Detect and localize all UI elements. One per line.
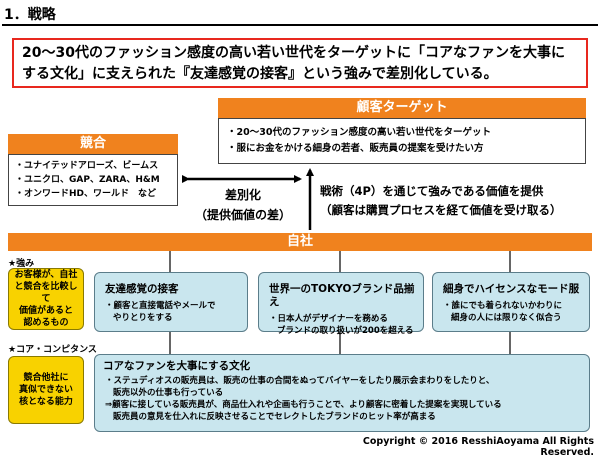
- competition-header: 競合: [8, 134, 178, 154]
- customer-target-header: 顧客ターゲット: [218, 98, 586, 118]
- core-competence-title: コアなファンを大事にする文化: [103, 360, 251, 372]
- competitor-item: ・ユニクロ、GAP、ZARA、H&M: [15, 175, 160, 185]
- differentiation-line-2: （提供価値の差）: [194, 208, 291, 222]
- strength-title: 細身でハイセンスなモード服: [443, 283, 580, 295]
- strength-title: 世界一のTOKYOブランド品揃え: [269, 283, 415, 308]
- strengths-definition-line: お客様が、自社: [14, 270, 78, 280]
- strengths-definition-line: 認めるもの: [23, 318, 69, 328]
- strengths-definition-box: お客様が、自社 と競合を比較して 価値があると 認めるもの: [8, 268, 84, 330]
- strengths-section-label: ★強み: [8, 259, 35, 269]
- customer-target-box: ・20～30代のファッション感度の高い若い世代をターゲット ・服にお金をかける細…: [218, 118, 586, 164]
- tactics-label: 戦術（4P）を通じて強みである価値を提供 （顧客は購買プロセスを経て価値を受け取…: [320, 182, 600, 220]
- strength-box-friendly-service: 友達感覚の接客 ・顧客と直接電話やメールで やりとりをする: [94, 272, 248, 332]
- core-line: ⇒顧客に接している販売員が、商品仕入れや企画も行うことで、より顧客に密着した提案…: [105, 400, 502, 410]
- company-bar: 自社: [8, 233, 592, 251]
- differentiation-label: 差別化 （提供価値の差）: [193, 185, 293, 225]
- core-definition-line: 競合他社に: [23, 373, 69, 383]
- core-competence-definition-box: 競合他社に 真似できない 核となる能力: [8, 356, 84, 424]
- core-line: 販売員の意見を仕入れに反映させることでセレクトしたブランドのヒット率が高まる: [113, 412, 436, 422]
- core-line: ・ステュディオスの販売員は、販売の仕事の合間をぬってバイヤーをしたり展示会まわり…: [105, 376, 495, 386]
- core-line: 販売以外の仕事も行っている: [113, 388, 224, 398]
- copyright-text: Copyright © 2016 ResshiAoyama All Rights…: [362, 436, 594, 458]
- strategy-thesis-box: 20～30代のファッション感度の高い若い世代をターゲットに「コアなファンを大事に…: [12, 38, 588, 88]
- core-definition-line: 核となる能力: [19, 397, 73, 407]
- differentiation-line-1: 差別化: [224, 188, 261, 202]
- strengths-definition-line: と競合を比較して: [14, 282, 78, 304]
- thesis-line-1: 20～30代のファッション感度の高い若い世代をターゲットに「コアなファンを大事に: [22, 45, 565, 61]
- thesis-line-2: する文化」に支えられた『友達感覚の接客』という強みで差別化している。: [22, 66, 498, 82]
- core-competence-section-label: ★コア・コンピタンス: [8, 345, 97, 355]
- title-divider: [2, 24, 598, 26]
- tactics-line-2: （顧客は購買プロセスを経て価値を受け取る）: [320, 203, 562, 217]
- customer-item: ・20～30代のファッション感度の高い若い世代をターゲット: [227, 127, 491, 138]
- strength-desc: 細身の人には限りなく似合う: [451, 313, 562, 323]
- core-definition-line: 真似できない: [18, 385, 73, 395]
- strengths-definition-line: 価値があると: [18, 306, 73, 316]
- competition-box: ・ユナイテッドアローズ、ビームス ・ユニクロ、GAP、ZARA、H&M ・オンワ…: [8, 154, 178, 206]
- strength-desc: ・顧客と直接電話やメールで: [105, 301, 216, 311]
- strength-box-tokyo-brands: 世界一のTOKYOブランド品揃え ・日本人がデザイナーを務める ブランドの取り扱…: [258, 272, 424, 336]
- strength-box-slim-mode: 細身でハイセンスなモード服 ・誰にでも着られないかわりに 細身の人には限りなく似…: [432, 272, 590, 332]
- tactics-line-1: 戦術（4P）を通じて強みである価値を提供: [320, 184, 544, 198]
- page-title: 1．戦略: [4, 7, 56, 23]
- competitor-item: ・ユナイテッドアローズ、ビームス: [15, 161, 159, 171]
- strength-desc: ・日本人がデザイナーを務める: [269, 314, 388, 324]
- customer-item: ・服にお金をかける細身の若者、販売員の提案を受けたい方: [227, 143, 484, 154]
- strength-desc: やりとりをする: [113, 313, 173, 323]
- strength-desc: ・誰にでも着られないかわりに: [443, 301, 563, 311]
- strength-title: 友達感覚の接客: [105, 283, 179, 295]
- core-competence-box: コアなファンを大事にする文化 ・ステュディオスの販売員は、販売の仕事の合間をぬっ…: [94, 354, 590, 432]
- strength-desc: ブランドの取り扱いが200を超える: [277, 326, 414, 336]
- competitor-item: ・オンワードHD、ワールド など: [15, 189, 157, 199]
